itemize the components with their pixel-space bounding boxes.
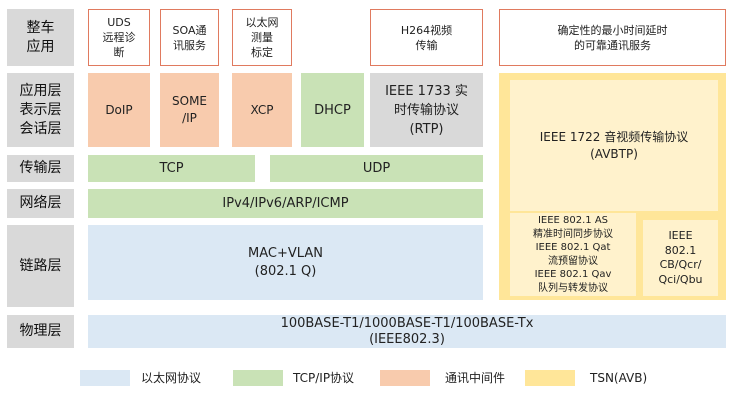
layer-vehicle-app: 整车 应用: [7, 9, 74, 66]
legend-label-tsn: TSN(AVB): [590, 371, 648, 385]
layer-network: 网络层: [7, 189, 74, 218]
app-ethernet-calibration: 以太网 测量 标定: [232, 9, 292, 66]
legend-label-ethernet: 以太网协议: [141, 371, 202, 385]
app-soa: SOA通 讯服务: [160, 9, 219, 66]
protocol-physical: 100BASE-T1/1000BASE-T1/100BASE-Tx (IEEE8…: [88, 315, 726, 348]
protocol-tcp: TCP: [88, 155, 255, 182]
protocol-ieee1733: IEEE 1733 实 时传输协议 (RTP): [370, 73, 483, 147]
legend-swatch-middleware: [380, 370, 430, 386]
protocol-doip: DoIP: [88, 73, 150, 147]
layer-transport: 传输层: [7, 155, 74, 182]
layer-session: 应用层 表示层 会话层: [7, 73, 74, 147]
app-deterministic-service: 确定性的最小时间延时 的可靠通讯服务: [499, 9, 726, 66]
legend-label-middleware: 通讯中间件: [445, 371, 506, 385]
legend-swatch-tcpip: [233, 370, 283, 386]
protocol-someip: SOME /IP: [160, 73, 219, 147]
protocol-ip: IPv4/IPv6/ARP/ICMP: [88, 189, 483, 218]
protocol-udp: UDP: [270, 155, 483, 182]
protocol-dhcp: DHCP: [301, 73, 364, 147]
legend-swatch-tsn: [525, 370, 575, 386]
protocol-802-1-cb-qcr: IEEE 802.1 CB/Qcr/ Qci/Qbu: [643, 220, 718, 296]
layer-link: 链路层: [7, 225, 74, 307]
legend-swatch-ethernet: [80, 370, 130, 386]
app-h264-video: H264视频 传输: [370, 9, 483, 66]
protocol-mac-vlan: MAC+VLAN (802.1 Q): [88, 225, 483, 300]
legend-label-tcpip: TCP/IP协议: [293, 371, 355, 385]
app-uds: UDS 远程诊 断: [88, 9, 150, 66]
protocol-avbtp: IEEE 1722 音视频传输协议 (AVBTP): [510, 80, 718, 211]
layer-physical: 物理层: [7, 315, 74, 348]
protocol-802-1-as-qat-qav: IEEE 802.1 AS 精准时间同步协议 IEEE 802.1 Qat 流预…: [510, 213, 636, 296]
protocol-xcp: XCP: [232, 73, 292, 147]
